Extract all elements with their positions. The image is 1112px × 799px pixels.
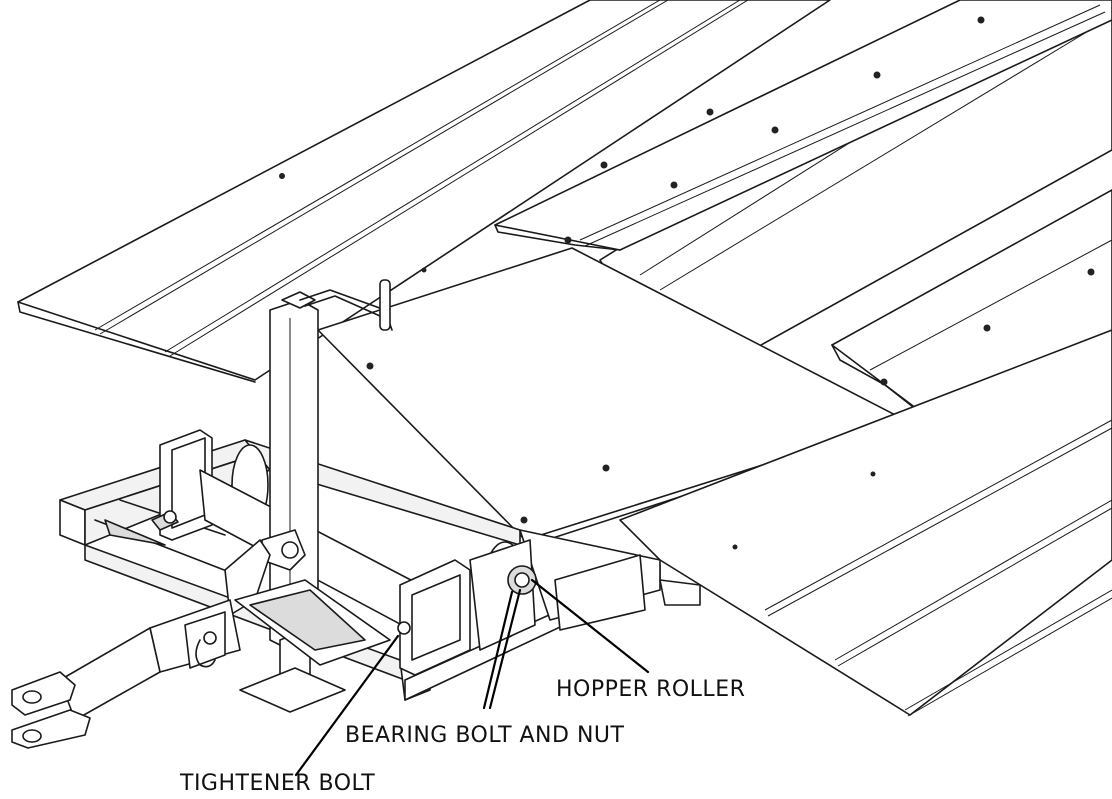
upper-hopper-plate (494, 0, 1112, 251)
leader-tightener-bolt (294, 634, 400, 777)
leader-bearing-bolt-b (488, 588, 522, 710)
lower-right-deck-panel (619, 329, 1112, 717)
tow-hitch (11, 539, 391, 749)
leader-hopper-roller (530, 578, 650, 674)
callout-leaders (294, 578, 650, 777)
label-bearing-bolt-and-nut: BEARING BOLT AND NUT (345, 723, 624, 748)
label-tightener-bolt: TIGHTENER BOLT (179, 771, 375, 796)
label-hopper-roller: HOPPER ROLLER (556, 677, 745, 702)
left-deck-panel (17, 0, 831, 383)
leader-bearing-bolt-a (482, 590, 514, 710)
jack-stand (239, 279, 393, 713)
callout-labels: HOPPER ROLLER BEARING BOLT AND NUT TIGHT… (179, 677, 745, 796)
